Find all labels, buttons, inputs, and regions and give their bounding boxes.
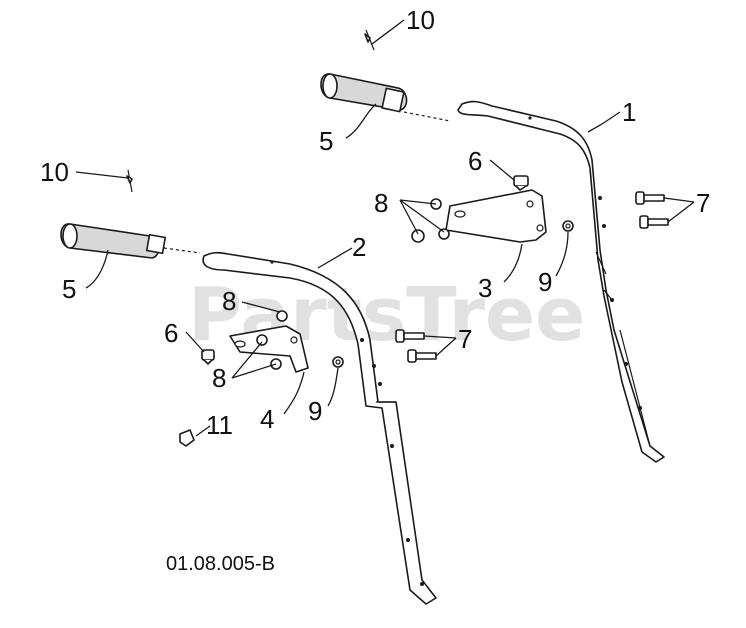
grip-lower xyxy=(60,223,201,259)
grip-upper xyxy=(320,73,451,122)
callout-5-upper: 5 xyxy=(319,126,333,156)
bolt-left xyxy=(201,349,215,365)
nuts-right xyxy=(411,198,450,243)
callout-10-upper: 10 xyxy=(406,5,435,35)
callout-3: 3 xyxy=(478,273,492,303)
callout-7-middle: 7 xyxy=(458,324,472,354)
callout-8-lower-left: 8 xyxy=(212,363,226,393)
callout-6-right: 6 xyxy=(468,146,482,176)
callout-11: 11 xyxy=(206,410,233,440)
callout-1: 1 xyxy=(622,97,636,127)
bolts-right xyxy=(635,191,669,229)
callout-10-lower: 10 xyxy=(40,157,69,187)
callout-4: 4 xyxy=(260,404,274,434)
washer-left xyxy=(332,356,344,368)
bolt-right xyxy=(513,175,529,191)
callout-8-right: 8 xyxy=(374,188,388,218)
callout-9-right: 9 xyxy=(538,267,552,297)
callout-labels: 10 1 5 6 8 7 3 9 10 2 5 8 6 8 7 4 9 11 0… xyxy=(40,5,710,575)
callout-6-left: 6 xyxy=(164,318,178,348)
callout-2: 2 xyxy=(352,232,366,262)
bracket-right xyxy=(445,189,547,243)
pin-upper xyxy=(364,29,375,51)
bracket-left xyxy=(229,325,309,373)
callout-5-lower: 5 xyxy=(62,274,76,304)
leader-lines xyxy=(75,19,695,437)
callout-7-right: 7 xyxy=(696,188,710,218)
lower-handle-left xyxy=(202,251,437,605)
figure-code: 01.08.005-B xyxy=(166,553,275,575)
callout-8-upper-left: 8 xyxy=(222,286,236,316)
fastener-11 xyxy=(179,429,195,447)
washer-right xyxy=(562,220,574,232)
pin-lower xyxy=(126,169,133,193)
bolts-middle xyxy=(395,329,437,363)
upper-handle-right xyxy=(457,100,665,463)
callout-9-left: 9 xyxy=(308,396,322,426)
